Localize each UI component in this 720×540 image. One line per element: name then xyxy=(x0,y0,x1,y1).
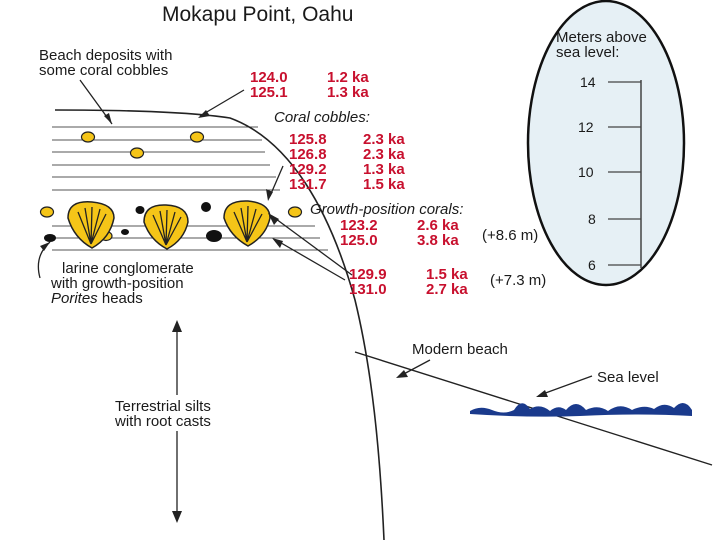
age-value: 3.8 ka xyxy=(417,232,459,249)
coral-cobble xyxy=(129,147,145,159)
beach-ages: 124.0 1.2 ka 125.1 1.3 ka xyxy=(250,69,369,101)
growth-upper-ages: 123.2 2.6 ka 125.0 3.8 ka (+8.6 m) xyxy=(340,217,538,249)
cobble-ages: 125.8 2.3 ka 126.8 2.3 ka 129.2 1.3 ka 1… xyxy=(289,131,405,193)
pebble xyxy=(121,229,129,235)
coral-cobble xyxy=(287,206,303,218)
age-sample: 131.0 xyxy=(349,281,387,298)
age-sample: 129.9 xyxy=(349,266,387,283)
modern-beach-label: Modern beach xyxy=(412,341,508,358)
growth-position-heading: Growth-position corals: xyxy=(310,201,463,218)
age-value: 1.2 ka xyxy=(327,69,369,86)
cliff-profile xyxy=(54,109,385,540)
sea-level-arrow xyxy=(539,375,593,396)
scale-tick: 10 xyxy=(578,164,641,180)
age-sample: 125.8 xyxy=(289,131,327,148)
terrestrial-label-line2: with root casts xyxy=(114,413,211,430)
scale-tick-label: 6 xyxy=(588,257,596,273)
scale-tick-label: 10 xyxy=(578,164,594,180)
scale-tick: 8 xyxy=(588,211,641,227)
terrestrial-label-line1: Terrestrial silts xyxy=(115,398,211,415)
age-value: 2.3 ka xyxy=(363,131,405,148)
scale-caption-line2: sea level: xyxy=(556,44,619,61)
coral-cobble xyxy=(80,131,96,143)
porites-heads xyxy=(67,200,271,250)
age-sample: 131.7 xyxy=(289,176,327,193)
beach-deposits-label-line1: Beach deposits with xyxy=(39,47,172,64)
growth-upper-elevation: (+8.6 m) xyxy=(482,227,538,244)
conglomerate-label-line3: Porites heads xyxy=(51,290,143,307)
scale-tick-label: 14 xyxy=(580,74,596,90)
age-value: 1.3 ka xyxy=(327,84,369,101)
title: Mokapu Point, Oahu xyxy=(162,3,353,26)
porites-head xyxy=(67,201,115,249)
growth-lower-elevation: (+7.3 m) xyxy=(490,272,546,289)
terrestrial-arrowhead-bottom xyxy=(172,511,182,523)
scale-tick-label: 8 xyxy=(588,211,596,227)
porites-head xyxy=(223,200,271,247)
age-value: 2.7 ka xyxy=(426,281,468,298)
sea-waves xyxy=(470,402,692,417)
age-sample: 124.0 xyxy=(250,69,288,86)
conglomerate-label-line1: larine conglomerate xyxy=(62,260,194,277)
coral-cobble xyxy=(39,206,55,218)
age-sample: 126.8 xyxy=(289,146,327,163)
sea-level-label: Sea level xyxy=(597,369,659,386)
scale-tick-label: 12 xyxy=(578,119,594,135)
beach-deposits-label-line2: some coral cobbles xyxy=(39,62,168,79)
terrestrial-arrowhead-top xyxy=(172,320,182,332)
age-value: 2.3 ka xyxy=(363,146,405,163)
growth-lower-arrowhead xyxy=(272,238,283,248)
sea-level-arrowhead xyxy=(536,390,548,397)
scale-tick: 14 xyxy=(580,74,641,90)
age-value: 1.5 ka xyxy=(426,266,468,283)
age-sample: 129.2 xyxy=(289,161,327,178)
beach-ages-arrow xyxy=(199,89,245,117)
age-value: 1.5 ka xyxy=(363,176,405,193)
elevation-scale: Meters above sea level: 14 12 10 8 6 xyxy=(526,0,686,287)
beach-ages-arrowhead xyxy=(198,110,210,118)
age-sample: 125.0 xyxy=(340,232,378,249)
terrestrial-label-bg xyxy=(108,395,250,431)
pebbles xyxy=(44,202,222,242)
pebble xyxy=(206,230,222,242)
porites-head xyxy=(143,204,189,250)
pebble xyxy=(201,202,211,212)
conglomerate-label-line2: with growth-position xyxy=(50,275,184,292)
conglomerate-arrowhead xyxy=(40,242,50,251)
cobble-ages-arrowhead xyxy=(266,189,273,201)
growth-upper-arrowhead xyxy=(268,213,279,225)
age-sample: 125.1 xyxy=(250,84,288,101)
modern-beach-arrowhead xyxy=(396,370,408,378)
porites-word: Porites xyxy=(51,290,98,307)
scale-caption-line1: Meters above xyxy=(556,29,647,46)
growth-upper-arrow xyxy=(271,215,353,276)
age-sample: 123.2 xyxy=(340,217,378,234)
scale-tick: 6 xyxy=(588,257,641,273)
pebble xyxy=(135,206,145,214)
growth-lower-ages: 129.9 1.5 ka 131.0 2.7 ka (+7.3 m) xyxy=(349,266,546,298)
heads-word: heads xyxy=(98,290,143,307)
growth-lower-arrow xyxy=(275,239,346,281)
age-value: 2.6 ka xyxy=(417,217,459,234)
age-value: 1.3 ka xyxy=(363,161,405,178)
scale-tick: 12 xyxy=(578,119,641,135)
coral-cobbles-heading: Coral cobbles: xyxy=(274,109,370,126)
coral-cobble xyxy=(189,131,205,143)
scale-oval xyxy=(526,0,686,287)
beach-deposits-arrowhead xyxy=(104,113,112,124)
cobble-ages-arrow xyxy=(269,165,284,197)
pebble xyxy=(44,234,56,242)
